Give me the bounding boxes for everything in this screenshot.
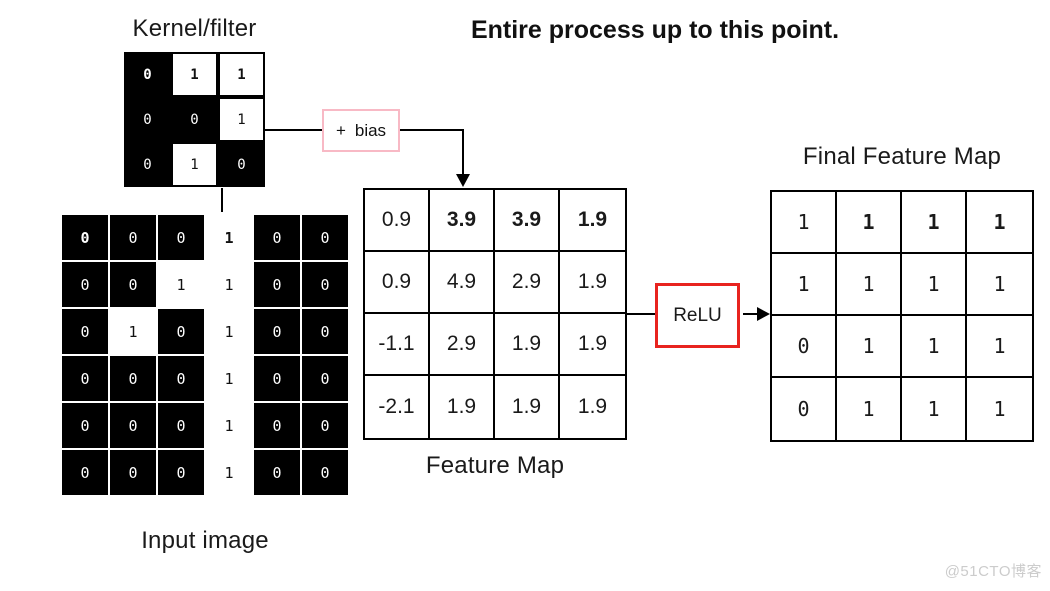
grid-cell: 0 xyxy=(254,450,300,495)
page-title: Entire process up to this point. xyxy=(470,16,840,44)
relu-to-final-arrowhead xyxy=(757,307,770,321)
grid-cell: 1.9 xyxy=(430,376,495,438)
grid-cell: 1 xyxy=(158,262,204,307)
grid-cell: 1 xyxy=(967,192,1032,254)
grid-cell: 0 xyxy=(124,97,171,142)
grid-cell: 0 xyxy=(171,97,218,142)
grid-cell: 1 xyxy=(110,309,156,354)
grid-cell: 1.9 xyxy=(560,190,625,252)
grid-cell: 1 xyxy=(206,356,252,401)
grid-cell: 0 xyxy=(62,309,108,354)
grid-cell: 1 xyxy=(902,254,967,316)
grid-cell: 0 xyxy=(110,403,156,448)
grid-cell: 0 xyxy=(62,215,108,260)
grid-cell: 1 xyxy=(218,52,265,97)
grid-cell: 1 xyxy=(206,215,252,260)
grid-cell: 1.9 xyxy=(495,376,560,438)
grid-cell: 1 xyxy=(837,192,902,254)
relu-label: ReLU xyxy=(673,304,722,326)
grid-cell: -2.1 xyxy=(365,376,430,438)
grid-cell: 1.9 xyxy=(560,376,625,438)
grid-cell: 0 xyxy=(124,52,171,97)
grid-cell: 1 xyxy=(206,309,252,354)
plus-sign: + xyxy=(335,120,346,140)
grid-cell: 0 xyxy=(302,215,348,260)
grid-cell: 0 xyxy=(110,215,156,260)
grid-cell: -1.1 xyxy=(365,314,430,376)
grid-cell: 0 xyxy=(158,309,204,354)
bias-to-featuremap-arrowhead xyxy=(456,174,470,187)
bias-box: + bias xyxy=(322,109,400,152)
grid-cell: 0 xyxy=(158,215,204,260)
grid-cell: 1 xyxy=(772,254,837,316)
grid-cell: 0 xyxy=(62,403,108,448)
grid-cell: 1 xyxy=(837,316,902,378)
grid-cell: 3.9 xyxy=(430,190,495,252)
grid-cell: 0 xyxy=(254,309,300,354)
grid-cell: 2.9 xyxy=(495,252,560,314)
grid-cell: 0 xyxy=(254,356,300,401)
grid-cell: 1 xyxy=(902,316,967,378)
grid-cell: 1 xyxy=(171,52,218,97)
grid-cell: 1 xyxy=(206,450,252,495)
relu-box: ReLU xyxy=(655,283,740,348)
grid-cell: 1 xyxy=(218,97,265,142)
grid-cell: 0 xyxy=(302,450,348,495)
grid-cell: 1 xyxy=(967,316,1032,378)
input-image-label: Input image xyxy=(141,527,269,554)
feature-map-label: Feature Map xyxy=(425,452,565,479)
grid-cell: 0 xyxy=(158,450,204,495)
grid-cell: 0 xyxy=(302,309,348,354)
grid-cell: 1.9 xyxy=(560,252,625,314)
grid-cell: 0.9 xyxy=(365,190,430,252)
grid-cell: 0 xyxy=(254,403,300,448)
grid-cell: 1 xyxy=(837,378,902,440)
grid-cell: 0 xyxy=(772,316,837,378)
grid-cell: 2.9 xyxy=(430,314,495,376)
grid-cell: 0 xyxy=(254,262,300,307)
grid-cell: 0 xyxy=(62,450,108,495)
grid-cell: 0 xyxy=(302,356,348,401)
grid-cell: 0.9 xyxy=(365,252,430,314)
grid-cell: 0 xyxy=(772,378,837,440)
grid-cell: 0 xyxy=(110,356,156,401)
bias-label: bias xyxy=(354,120,387,140)
watermark: @51CTO博客 xyxy=(944,563,1042,580)
grid-cell: 0 xyxy=(62,262,108,307)
grid-cell: 1 xyxy=(902,192,967,254)
grid-cell: 0 xyxy=(124,142,171,187)
grid-cell: 1.9 xyxy=(560,314,625,376)
grid-cell: 0 xyxy=(110,450,156,495)
grid-cell: 1 xyxy=(171,142,218,187)
kernel-label: Kernel/filter xyxy=(132,15,257,42)
bias-to-featuremap-line xyxy=(400,129,464,176)
grid-cell: 1 xyxy=(967,378,1032,440)
grid-cell: 1 xyxy=(837,254,902,316)
grid-cell: 0 xyxy=(302,262,348,307)
grid-cell: 0 xyxy=(254,215,300,260)
grid-cell: 0 xyxy=(218,142,265,187)
grid-cell: 1 xyxy=(902,378,967,440)
grid-cell: 0 xyxy=(302,403,348,448)
grid-cell: 0 xyxy=(158,403,204,448)
grid-cell: 3.9 xyxy=(495,190,560,252)
grid-cell: 4.9 xyxy=(430,252,495,314)
grid-cell: 0 xyxy=(110,262,156,307)
grid-cell: 1.9 xyxy=(495,314,560,376)
final-feature-map-label: Final Feature Map xyxy=(802,143,1002,170)
grid-cell: 0 xyxy=(158,356,204,401)
grid-cell: 1 xyxy=(206,262,252,307)
grid-cell: 1 xyxy=(206,403,252,448)
grid-cell: 1 xyxy=(967,254,1032,316)
grid-cell: 1 xyxy=(772,192,837,254)
grid-cell: 0 xyxy=(62,356,108,401)
